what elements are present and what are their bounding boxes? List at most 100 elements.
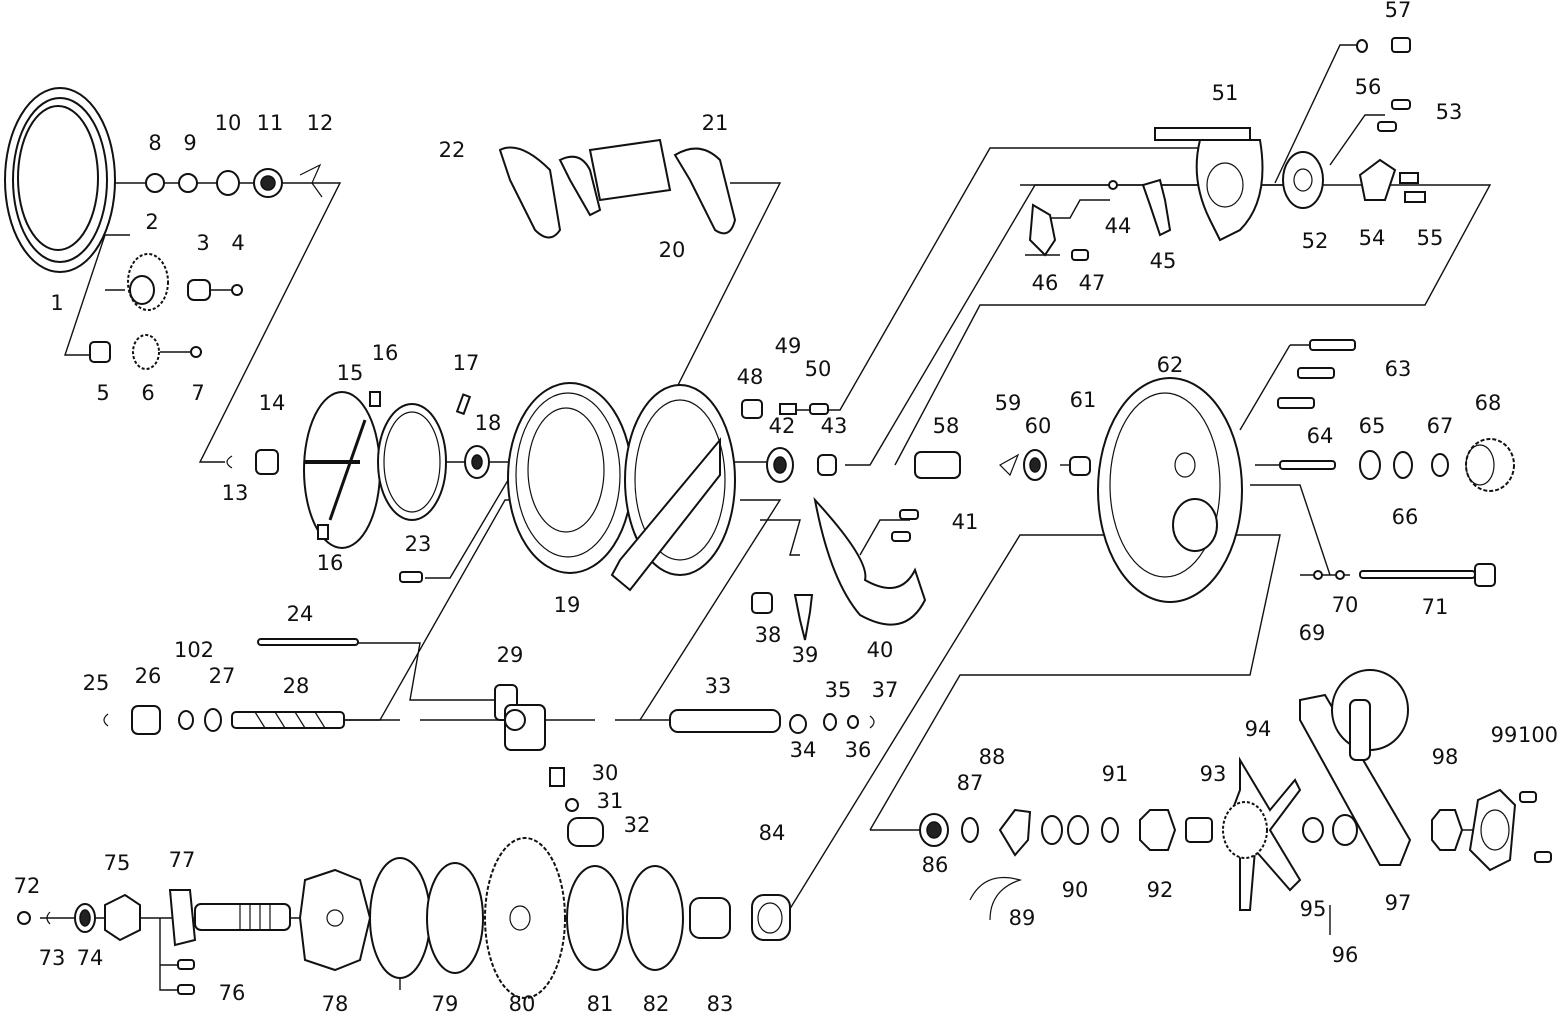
part-34-washer <box>789 714 807 734</box>
part-5-nut <box>89 341 111 363</box>
part-label-98: 98 <box>1432 745 1459 769</box>
part-label-16: 16 <box>372 341 399 365</box>
part-42-bearing <box>766 447 794 483</box>
part-label-68: 68 <box>1475 391 1502 415</box>
part-label-84: 84 <box>759 821 786 845</box>
part-label-22: 22 <box>439 138 466 162</box>
part-53-screw-a <box>1391 99 1411 110</box>
part-71-bolt <box>1359 563 1496 587</box>
part-46-lever <box>1028 203 1057 257</box>
part-label-81: 81 <box>587 992 614 1016</box>
part-91-ring <box>1101 817 1119 843</box>
part-83-sleeve <box>689 897 731 939</box>
part-9-washer <box>178 173 198 193</box>
part-72-ring <box>17 911 31 925</box>
part-label-61: 61 <box>1070 388 1097 412</box>
part-label-18: 18 <box>475 411 502 435</box>
part-label-87: 87 <box>957 771 984 795</box>
part-38-screw <box>751 592 773 614</box>
part-label-31: 31 <box>597 789 624 813</box>
part-label-15: 15 <box>337 361 364 385</box>
part-label-102: 102 <box>174 638 214 662</box>
part-24-rod <box>257 638 359 646</box>
part-label-99: 99 <box>1491 723 1518 747</box>
part-82-washer <box>626 865 684 971</box>
part-label-51: 51 <box>1212 81 1239 105</box>
part-19-frame <box>507 382 736 592</box>
part-label-83: 83 <box>707 992 734 1016</box>
part-61-bushing <box>1069 456 1091 476</box>
part-68-cap <box>1465 438 1515 492</box>
part-label-32: 32 <box>624 813 651 837</box>
part-96-washer <box>1332 814 1358 846</box>
part-label-45: 45 <box>1150 249 1177 273</box>
part-86-bearing <box>919 813 949 847</box>
part-8-washer <box>145 173 165 193</box>
part-80-main-gear <box>484 837 566 999</box>
part-3-bushing <box>187 279 211 301</box>
part-89-spring <box>969 876 1023 921</box>
part-88-plate <box>998 808 1032 857</box>
part-label-100: 100 <box>1518 723 1558 747</box>
part-label-49: 49 <box>775 334 802 358</box>
part-label-28: 28 <box>283 674 310 698</box>
part-label-75: 75 <box>104 851 131 875</box>
part-label-91: 91 <box>1102 762 1129 786</box>
part-label-50: 50 <box>805 357 832 381</box>
part-78-ratchet-hole <box>326 909 344 927</box>
part-label-86: 86 <box>922 853 949 877</box>
part-label-6: 6 <box>141 381 154 405</box>
part-41-screw-b <box>891 531 911 542</box>
part-77-shaft <box>168 889 291 947</box>
part-label-90: 90 <box>1062 878 1089 902</box>
part-70-ring <box>1335 570 1345 580</box>
part-label-54: 54 <box>1359 226 1386 250</box>
part-12-clip <box>299 163 323 198</box>
part-label-42: 42 <box>769 414 796 438</box>
part-label-66: 66 <box>1392 505 1419 529</box>
part-50-pin <box>809 403 829 415</box>
part-92-nut <box>1139 809 1177 851</box>
part-23-screw <box>399 571 423 583</box>
part-label-21: 21 <box>702 111 729 135</box>
part-84-bearing <box>751 894 791 941</box>
part-52-cam <box>1282 151 1324 209</box>
part-label-26: 26 <box>135 664 162 688</box>
part-15-spool-plate <box>303 391 381 549</box>
part-spool-body <box>377 403 447 521</box>
part-60-bearing <box>1023 449 1047 481</box>
part-label-4: 4 <box>231 231 244 255</box>
part-56-ring <box>1356 39 1368 53</box>
part-label-89: 89 <box>1009 906 1036 930</box>
part-label-95: 95 <box>1300 897 1327 921</box>
part-label-35: 35 <box>825 678 852 702</box>
part-2-gear <box>127 253 169 311</box>
part-label-82: 82 <box>643 992 670 1016</box>
part-17-pin <box>455 393 472 416</box>
part-36-washer <box>847 715 859 729</box>
part-11-bearing <box>253 168 283 198</box>
part-65-ring <box>1359 450 1381 480</box>
part-31-ring <box>565 798 579 812</box>
part-81-washer <box>566 865 624 971</box>
part-18-bearing <box>464 445 490 479</box>
part-label-34: 34 <box>790 738 817 762</box>
part-79-washer-a <box>369 857 431 979</box>
part-label-19: 19 <box>554 593 581 617</box>
part-label-72: 72 <box>14 874 41 898</box>
part-39-lever <box>793 594 814 641</box>
part-label-20: 20 <box>659 238 686 262</box>
part-label-77: 77 <box>169 848 196 872</box>
part-33-tube <box>669 709 781 733</box>
part-28-worm-shaft <box>231 711 345 729</box>
part-label-25: 25 <box>83 671 110 695</box>
part-label-76: 76 <box>219 981 246 1005</box>
part-label-53: 53 <box>1436 100 1463 124</box>
part-label-79: 79 <box>432 992 459 1016</box>
part-59-clip <box>999 453 1020 477</box>
part-label-13: 13 <box>222 481 249 505</box>
part-20-22-thumb-bar <box>498 138 737 239</box>
part-drawings <box>4 37 1552 999</box>
part-label-52: 52 <box>1302 229 1329 253</box>
